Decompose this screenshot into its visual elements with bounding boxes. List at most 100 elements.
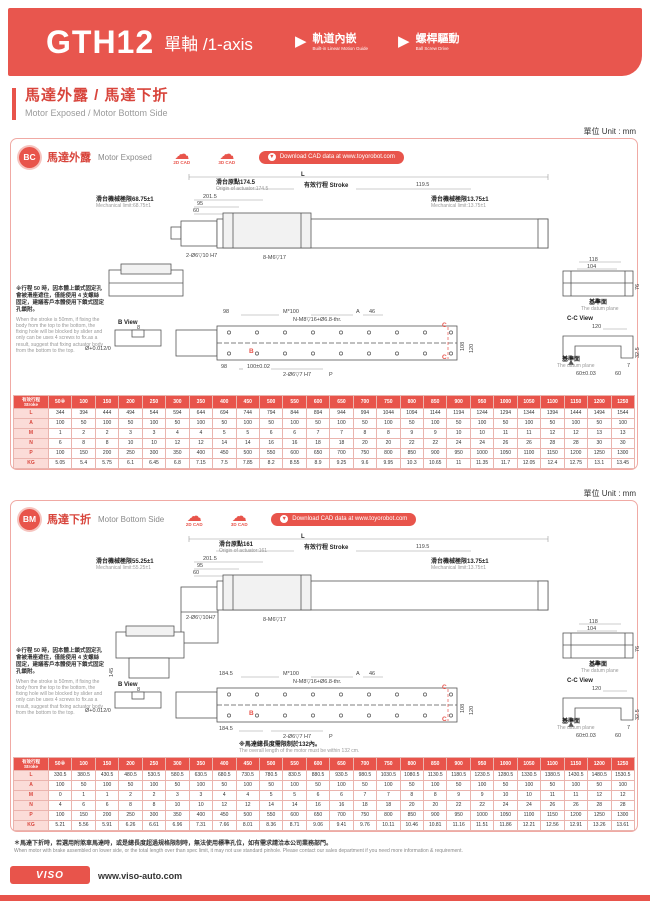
value-cell: 10 — [141, 438, 167, 449]
value-cell: 1150 — [540, 448, 565, 459]
value-cell: 1000 — [469, 810, 495, 821]
value-cell: 480.5 — [118, 770, 143, 781]
stroke-col-header: 1250 — [610, 395, 635, 409]
dimension-label: 基準面 — [589, 300, 608, 306]
dimension-label: P — [329, 372, 333, 378]
value-cell: 11.51 — [469, 820, 495, 831]
stroke-col-header: 900 — [446, 757, 471, 771]
value-cell: 7.15 — [188, 458, 214, 469]
dimension-label: 60 — [193, 570, 200, 576]
technical-drawing-area: ※行程 50 時，因本體上鎖式固定孔會被滑座遮住，僅能使用 4 支螺絲固定，建議… — [11, 532, 641, 757]
cad-2d-link[interactable]: ☁ 2D CAD — [179, 509, 209, 527]
stroke-col-header: 1100 — [540, 395, 565, 409]
value-cell: 50 — [493, 418, 518, 429]
value-cell: 0 — [47, 790, 73, 801]
value-cell: 10 — [188, 800, 214, 811]
row-label: KG — [13, 458, 49, 469]
value-cell: 650 — [305, 448, 331, 459]
note-en: When the stroke is 50mm, if fixing the b… — [16, 316, 103, 354]
cad-3d-link[interactable]: ☁ 3D CAD — [212, 147, 242, 165]
value-cell: 6.45 — [141, 458, 167, 469]
download-icon: ▼ — [280, 515, 289, 523]
stroke-col-header: 450 — [235, 757, 260, 771]
value-cell: 7.66 — [212, 820, 237, 831]
value-cell: 1300 — [610, 810, 635, 821]
value-cell: 100 — [188, 418, 214, 429]
value-cell: 1430.5 — [563, 770, 589, 781]
stroke-col-header: 400 — [212, 757, 237, 771]
value-cell: 20 — [376, 438, 401, 449]
download-icon: ▼ — [267, 153, 276, 161]
footer-url[interactable]: www.viso-auto.com — [98, 871, 183, 881]
value-cell: 7 — [376, 790, 401, 801]
title-text: 馬達外露 / 馬達下折 Motor Exposed / Motor Bottom… — [25, 87, 169, 120]
value-cell: 20 — [352, 438, 378, 449]
footnote-zh: ＊馬達下折時，若選用附煞車馬達時，或是總長度超過規格限制時，無法使用標準孔位，如… — [14, 841, 333, 847]
row-label: L — [13, 408, 49, 419]
value-cell: 944 — [329, 408, 354, 419]
value-cell: 28 — [610, 800, 635, 811]
value-cell: 700 — [329, 448, 354, 459]
dimension-label: The datum plane — [581, 668, 619, 674]
dimension-label: 滑台機械極限68.75±1 — [96, 197, 154, 203]
dimension-label: 2-Ø6▽7 H7 — [283, 372, 312, 378]
stroke-col-header: 350 — [188, 757, 214, 771]
stroke-col-header: 750 — [376, 395, 401, 409]
stroke-col-header: 350 — [188, 395, 214, 409]
download-label: Download CAD data at www.toyorobot.com — [292, 516, 408, 522]
value-cell: 1100 — [516, 448, 542, 459]
dimension-label: 滑台機械極限13.75±1 — [431, 197, 489, 203]
value-cell: 9.6 — [352, 458, 378, 469]
dimension-label: 76 — [635, 283, 641, 290]
stroke-col-header: 300 — [165, 757, 190, 771]
value-cell: 8 — [422, 790, 448, 801]
cad-2d-link[interactable]: ☁ 2D CAD — [167, 147, 197, 165]
value-cell: 6 — [71, 800, 96, 811]
value-cell: 100 — [610, 418, 635, 429]
value-cell: 100 — [47, 448, 73, 459]
value-cell: 5.05 — [47, 458, 73, 469]
value-cell: 1250 — [587, 810, 612, 821]
feature-badges: ▶ 軌道內嵌 Built-in Linear Motion Guide ▶ 螺桿… — [295, 33, 460, 52]
value-cell: 1 — [71, 790, 96, 801]
dimension-label: 201.5 — [203, 556, 217, 562]
value-cell: 800 — [376, 810, 401, 821]
value-cell: 6 — [282, 428, 307, 439]
download-cad-button[interactable]: ▼ Download CAD data at www.toyorobot.com — [271, 512, 417, 526]
stroke-col-header: 1200 — [587, 757, 612, 771]
dimension-label: 98 — [223, 309, 230, 315]
value-cell: 550 — [258, 810, 284, 821]
axis-label: 單軸 /1-axis — [164, 34, 253, 54]
value-cell: 7 — [329, 428, 354, 439]
value-cell: 250 — [118, 448, 143, 459]
unit-label: 單位 Unit : mm — [583, 489, 636, 498]
value-cell: 24 — [516, 800, 542, 811]
value-cell: 1 — [47, 428, 73, 439]
download-label: Download CAD data at www.toyorobot.com — [279, 154, 395, 160]
stroke-col-header: 800 — [399, 757, 425, 771]
arrow-icon: ▶ — [398, 33, 410, 51]
dimension-label: 基準面 — [589, 662, 608, 668]
value-cell: 5 — [212, 428, 237, 439]
cad-3d-link[interactable]: ☁ 3D CAD — [224, 509, 254, 527]
value-cell: 1 — [94, 790, 120, 801]
dimension-label: 8 — [137, 325, 141, 331]
dimension-label: A — [356, 309, 360, 315]
value-cell: 630.5 — [188, 770, 214, 781]
value-cell: 12 — [563, 428, 589, 439]
value-cell: 394 — [71, 408, 96, 419]
value-cell: 200 — [94, 448, 120, 459]
panel-motor-exposed: BC 馬達外露 Motor Exposed ☁ 2D CAD ☁ 3D CAD … — [10, 138, 641, 470]
value-cell: 930.5 — [329, 770, 354, 781]
value-cell: 8.2 — [258, 458, 284, 469]
dimension-label: 118 — [589, 257, 598, 263]
value-cell: 1050 — [493, 448, 518, 459]
feature-badge-guide: ▶ 軌道內嵌 Built-in Linear Motion Guide — [295, 33, 368, 52]
stroke-col-header: 850 — [422, 395, 448, 409]
dimension-label: 滑台機械極限13.75±1 — [431, 559, 489, 565]
value-cell: 50 — [71, 780, 96, 791]
download-cad-button[interactable]: ▼ Download CAD data at www.toyorobot.com — [258, 150, 404, 164]
stroke-col-header: 50※ — [47, 757, 73, 771]
value-cell: 28 — [587, 800, 612, 811]
